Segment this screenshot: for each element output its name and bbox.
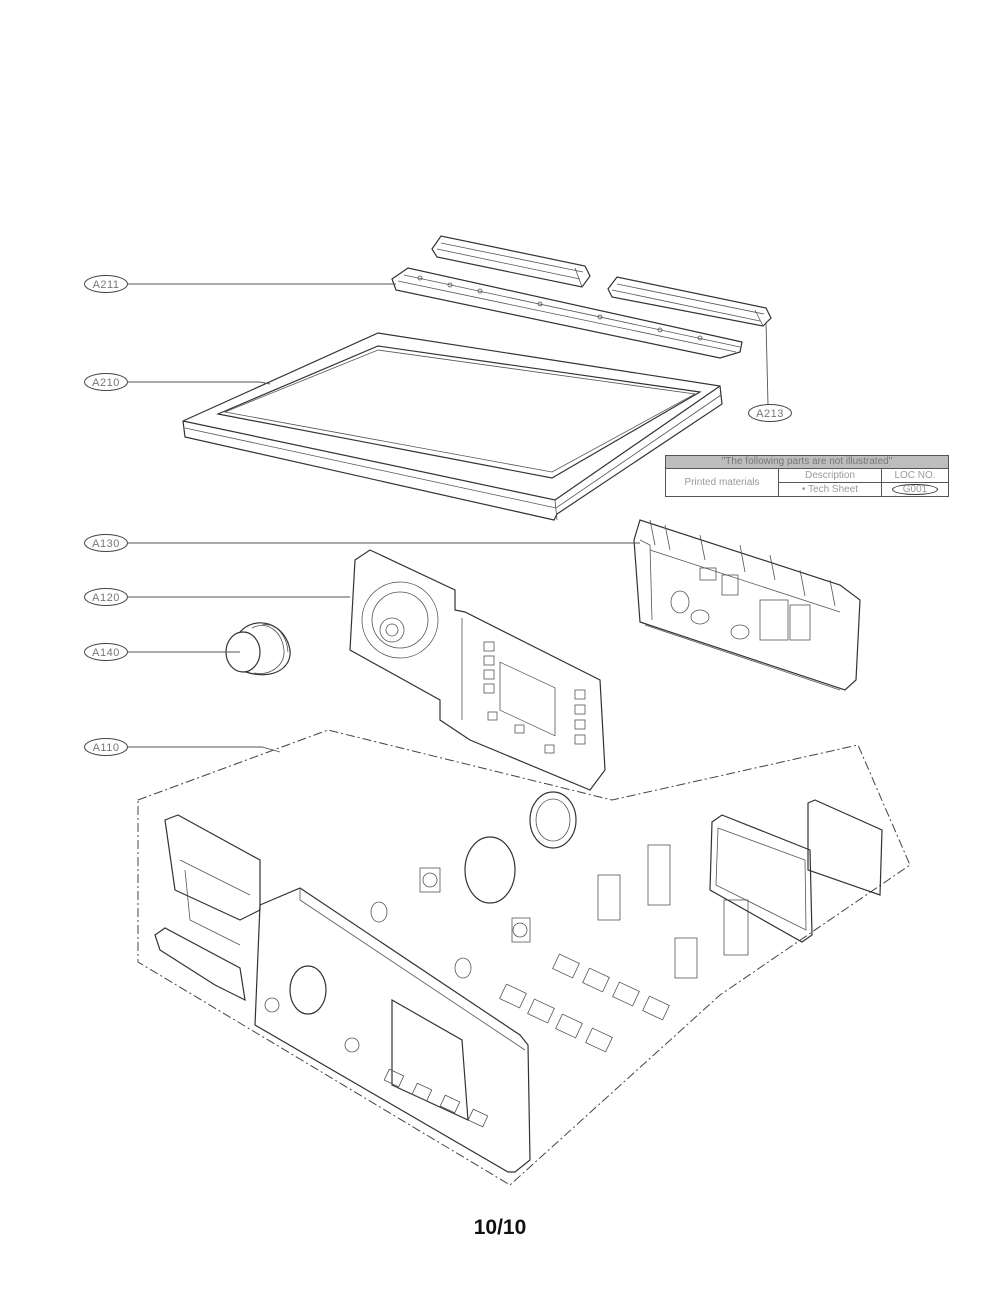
row-label: Printed materials: [665, 468, 779, 497]
col-description: Description: [778, 468, 882, 483]
callout-a213: A213: [748, 404, 792, 422]
display-pcb-bracket: [349, 549, 606, 791]
item-loc-cell: G001: [881, 482, 949, 497]
not-illustrated-table: "The following parts are not illustrated…: [665, 455, 949, 497]
top-plate-frame: [182, 332, 723, 521]
item-loc: G001: [891, 483, 939, 495]
page-number: 10/10: [473, 1216, 527, 1239]
callout-a120: A120: [84, 588, 128, 606]
assembly-boundary: [137, 729, 911, 1186]
item-description: • Tech Sheet: [778, 482, 882, 497]
panel-small-parts: [370, 791, 883, 1053]
col-loc: LOC NO.: [881, 468, 949, 483]
leader-lines: [128, 283, 769, 753]
callout-a140: A140: [84, 643, 128, 661]
callout-a130: A130: [84, 534, 128, 552]
control-panel-housing: [154, 814, 531, 1173]
callout-a210: A210: [84, 373, 128, 391]
table-header: "The following parts are not illustrated…: [665, 455, 949, 469]
end-cap-left: [431, 235, 591, 288]
callout-a211: A211: [84, 275, 128, 293]
end-cap-right: [607, 276, 772, 327]
knob: [225, 622, 291, 676]
bracket-rail: [391, 267, 743, 359]
main-pcb-assembly: [633, 519, 861, 691]
callout-a110: A110: [84, 738, 128, 756]
